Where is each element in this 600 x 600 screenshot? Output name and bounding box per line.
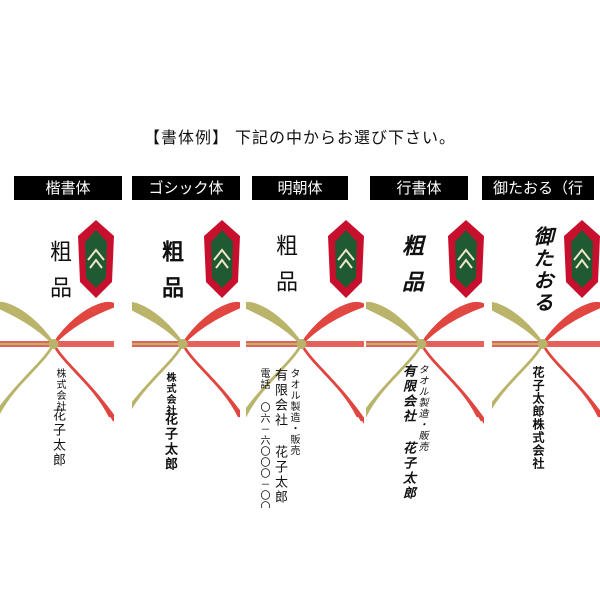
noshi-title: 粗品 [272, 234, 297, 306]
red-loop-right [541, 301, 600, 346]
red-cord-group [181, 301, 240, 418]
gold-cord-group [366, 301, 423, 418]
noshi-sample-gothic[interactable]: 粗品 株式会社 花子太郎 [132, 212, 240, 508]
red-tail-right [181, 342, 240, 415]
business-line: タオル製造・販売 [288, 368, 299, 456]
company-name-line: 有限会社 花子太郎 [272, 368, 287, 505]
gold-cord-group [492, 302, 545, 410]
noshi-pattern [457, 248, 475, 269]
red-tail-right [300, 342, 364, 423]
red-cord-group [541, 301, 600, 418]
red-loop-right [300, 301, 364, 346]
noshi-pattern [337, 248, 355, 269]
noshi-ornament-icon [328, 220, 364, 298]
red-tail-right [52, 342, 114, 419]
company-label: 花子太郎株式会社 [531, 366, 545, 470]
noshi-ornament-icon [204, 220, 240, 298]
noshi-title: 御たおる [530, 226, 554, 314]
ribbon-knot [537, 339, 548, 349]
red-tail-right [420, 342, 484, 423]
ribbon-knot [296, 339, 307, 349]
gold-cord-group [246, 301, 303, 418]
noshi-sample-gyosho[interactable]: 粗品 タオル製造・販売 有限会社 花子太郎 [366, 212, 484, 508]
gold-tail-left [246, 342, 303, 413]
name-label: 花子太郎 [50, 408, 65, 468]
ribbon-band-gold [0, 343, 57, 345]
noshi-title: 粗品 [46, 240, 71, 312]
gold-loop-left [366, 301, 423, 346]
noshi-title: 粗品 [398, 234, 423, 306]
company-name-line: 有限会社 花子太郎 [400, 364, 415, 501]
noshi-ribbon-decoration [492, 220, 600, 418]
ribbon-knot [177, 339, 188, 349]
gold-tail-left [0, 342, 55, 410]
gold-tail-left [366, 342, 423, 413]
noshi-ribbon-decoration [366, 220, 484, 425]
style-label-mincho[interactable]: 明朝体 [252, 176, 348, 200]
red-cord-group [52, 301, 114, 422]
noshi-sample-mincho[interactable]: 粗品 タオル製造・販売 有限会社 花子太郎 電話 〇六－六〇〇〇－〇〇〇〇 [246, 212, 364, 508]
noshi-sample-kaisho[interactable]: 粗品 株式会社 花子太郎 [0, 212, 114, 508]
style-label-gyosho[interactable]: 行書体 [370, 176, 468, 200]
red-tail-right [541, 342, 600, 415]
ribbon-band-gold [246, 343, 305, 345]
style-label-otaoru[interactable]: 御たおる（行書） [482, 176, 594, 221]
business-line: タオル製造・販売 [416, 364, 427, 452]
style-label-kaisho[interactable]: 楷書体 [14, 176, 122, 200]
ribbon-knot [48, 339, 59, 349]
gold-loop-left [0, 301, 55, 346]
ribbon-band-gold [492, 343, 546, 345]
style-label-gothic[interactable]: ゴシック体 [132, 176, 240, 200]
gold-loop-left [132, 302, 185, 346]
noshi-sample-otaoru[interactable]: 御たおる 花子太郎株式会社 [492, 212, 600, 508]
noshi-pattern [573, 248, 591, 269]
company-label: 株式会社 [164, 372, 175, 416]
gold-loop-left [246, 301, 303, 346]
red-cord-group [300, 301, 364, 425]
noshi-pattern [213, 248, 231, 269]
red-loop-right [181, 305, 240, 346]
gold-cord-group [0, 301, 55, 415]
name-label: 花子太郎 [162, 412, 177, 472]
noshi-ribbon-decoration [246, 220, 364, 425]
red-loop-right [300, 304, 364, 346]
noshi-pattern [87, 248, 105, 269]
noshi-ribbon-decoration [0, 220, 114, 422]
company-label: 株式会社 [54, 368, 65, 412]
ribbon-knot [416, 339, 427, 349]
red-loop-right [52, 301, 114, 346]
noshi-ornament-icon [564, 220, 600, 298]
phone-line: 電話 〇六－六〇〇〇－〇〇〇〇 [258, 368, 269, 508]
ribbon-band-gold [132, 343, 186, 345]
gold-loop-left [492, 302, 545, 346]
red-loop-right [181, 301, 240, 346]
gold-tail-left [492, 342, 545, 406]
noshi-ribbon-decoration [132, 220, 240, 418]
ribbon-band-gold [366, 343, 425, 345]
red-cord-group [420, 301, 484, 425]
gold-cord-group [132, 302, 185, 410]
red-loop-right [420, 304, 484, 346]
gold-tail-left [132, 342, 185, 406]
noshi-ornament-icon [78, 220, 114, 298]
noshi-title: 粗品 [158, 240, 183, 312]
noshi-ornament-icon [448, 220, 484, 298]
instruction-heading: 【書体例】 下記の中からお選び下さい。 [143, 128, 457, 147]
red-loop-right [420, 301, 484, 346]
